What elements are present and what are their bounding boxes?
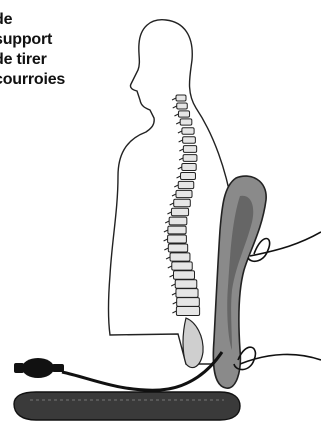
spine [164,95,200,315]
vertebra [183,146,196,153]
vertebra [170,253,190,261]
sacrum [183,318,203,368]
lower-strap-loop [234,347,321,369]
vertebra [174,271,195,279]
vertebra [180,119,192,125]
vertebra-process [174,114,178,116]
upper-strap-loop [248,232,321,261]
vertebra [183,155,197,162]
vertebra-process [173,302,177,304]
vertebra [178,181,194,188]
vertebra [168,235,187,243]
vertebra-process [178,131,182,133]
vertebra-process [172,293,176,295]
vertebra-process [171,284,175,286]
vertebra-process [170,203,174,205]
vertebra [177,298,200,307]
vertebra-process [174,185,178,187]
vertebra-process [168,266,172,268]
vertebra [178,111,189,117]
vertebra [175,280,197,289]
vertebra [176,289,198,298]
vertebra-process [170,275,174,277]
vertebra-process [164,248,168,250]
vertebra-process [172,311,176,313]
vertebra [176,190,192,197]
vertebra-process [164,239,168,241]
vertebra-process [173,106,177,108]
vertebra-process [177,176,181,178]
vertebra-process [166,257,170,259]
vertebra-process [172,194,176,196]
vertebra [181,172,196,179]
vertebra-process [167,212,171,214]
vertebra [176,95,186,101]
pump-bulb [14,358,64,378]
vertebra [177,103,188,109]
vertebra-process [179,140,183,142]
vertebra [176,307,199,316]
vertebra [182,164,196,171]
seat-cushion [14,392,240,420]
vertebra-process [164,230,168,232]
vertebra [174,199,191,206]
vertebra [172,262,192,270]
vertebra-process [176,122,180,124]
vertebra-process [178,167,182,169]
vertebra [171,208,188,216]
vertebra-process [165,221,169,223]
vertebra [183,137,196,144]
vertebra [169,217,187,225]
vertebra-process [172,98,176,100]
vertebra [182,128,194,134]
vertebra [168,244,187,252]
vertebra [168,226,186,234]
vertebra-process [179,158,183,160]
vertebra-process [179,149,183,151]
